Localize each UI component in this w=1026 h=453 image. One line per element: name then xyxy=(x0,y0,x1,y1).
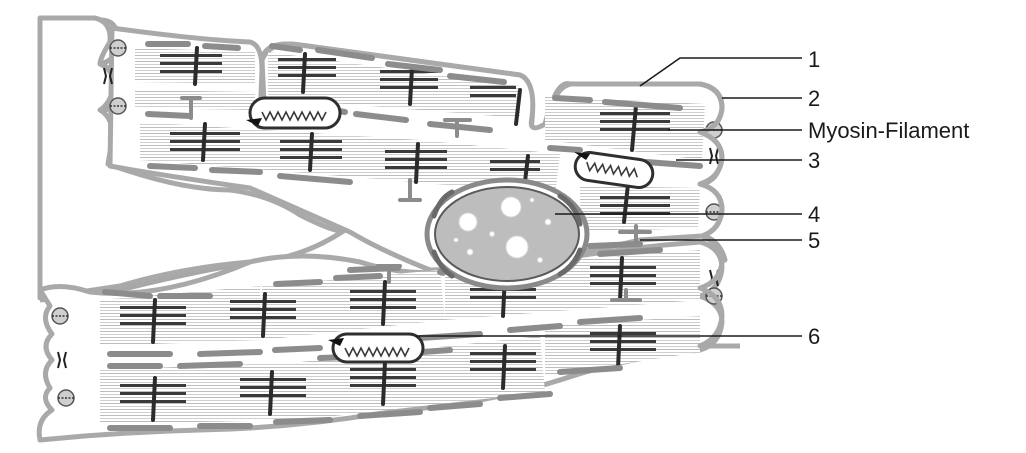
myofibril-band xyxy=(580,186,700,232)
callout-5: 5 xyxy=(808,230,820,252)
callout-2: 2 xyxy=(808,88,820,110)
callout-4: 4 xyxy=(808,204,820,226)
callout-myosin-filament: Myosin-Filament xyxy=(808,120,969,142)
callout-6: 6 xyxy=(808,326,820,348)
nucleus xyxy=(427,180,587,288)
mitochondrion-upper xyxy=(246,98,340,128)
mitochondrion-lower xyxy=(328,334,423,362)
callout-3: 3 xyxy=(808,150,820,172)
callout-1: 1 xyxy=(808,49,820,71)
